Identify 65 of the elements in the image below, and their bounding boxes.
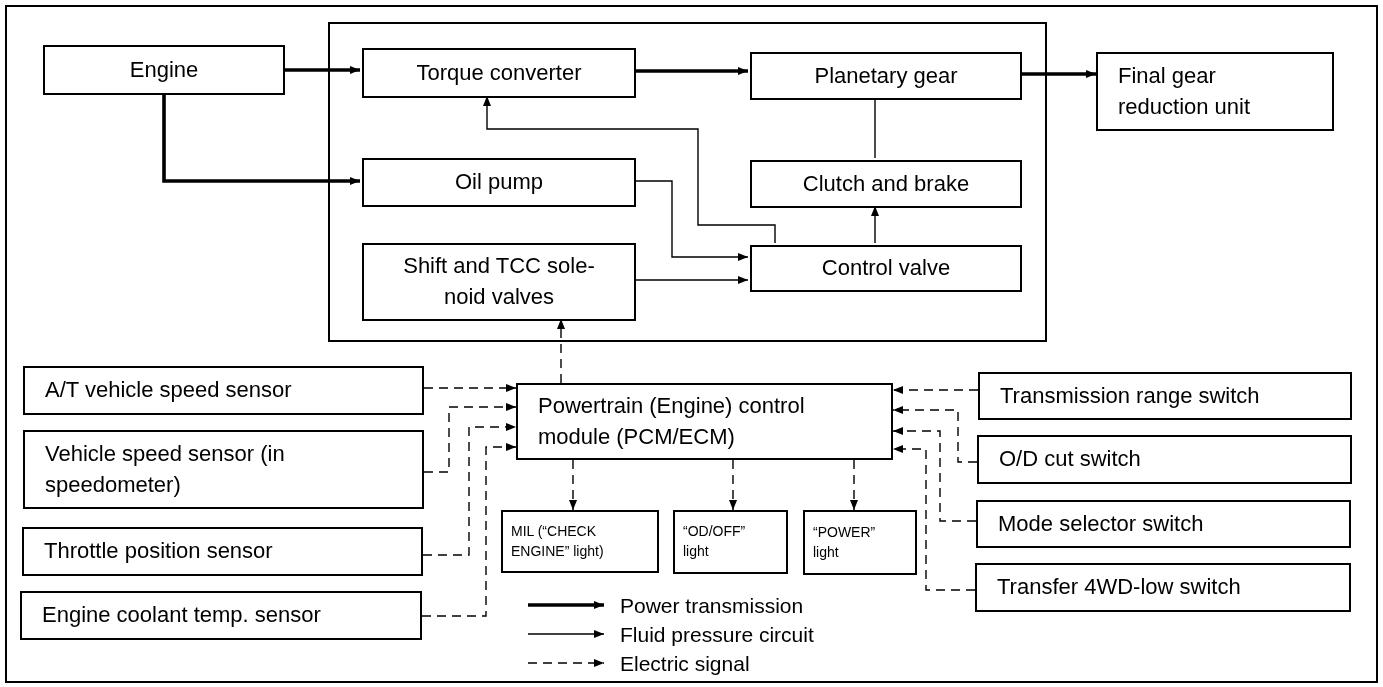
block-label: “POWER” light (813, 522, 877, 562)
block-box (43, 45, 285, 95)
legend-label: Electric signal (620, 652, 750, 674)
arrow (285, 66, 360, 74)
arrow (892, 427, 977, 522)
arrow (569, 459, 577, 511)
block-label: Engine coolant temp. sensor (42, 601, 321, 630)
arrow (892, 386, 979, 394)
arrow (871, 205, 879, 244)
block-box (22, 527, 423, 576)
block-label: Shift and TCC sole-noid valves (402, 252, 596, 311)
block-label: Mode selector switch (998, 509, 1204, 538)
block-label: Engine (129, 55, 199, 84)
block-label: “OD/OFF” light (683, 522, 747, 561)
block-box (23, 430, 424, 509)
block-box (362, 243, 636, 321)
block-box (20, 591, 422, 640)
block-label: Throttle position sensor (44, 537, 273, 566)
arrow (634, 67, 748, 75)
block-box (803, 510, 917, 575)
block-box (362, 48, 636, 98)
block-label: Transfer 4WD-low switch (997, 573, 1241, 602)
arrow (162, 95, 360, 185)
arrow (423, 403, 517, 473)
arrow (633, 276, 749, 284)
arrow (1020, 70, 1096, 78)
block-box (975, 563, 1351, 612)
block-label: Transmission range switch (1000, 381, 1260, 410)
arrow (421, 443, 517, 617)
block-label: Oil pump (454, 168, 543, 197)
block-label: O/D cut switch (999, 445, 1141, 474)
arrow (850, 459, 858, 511)
block-label: Clutch and brake (802, 169, 970, 198)
arrow (633, 180, 749, 261)
block-label: Powertrain (Engine) control module (PCM/ECM) (538, 391, 806, 451)
block-box (750, 52, 1022, 100)
connector-line (874, 97, 876, 159)
arrow (422, 423, 517, 556)
block-box (362, 158, 636, 207)
block-box (673, 510, 788, 574)
arrow (483, 95, 776, 244)
block-box (976, 500, 1351, 548)
block-box (978, 372, 1352, 420)
block-box (516, 383, 893, 460)
block-label: Vehicle speed sensor (in speedometer) (45, 439, 286, 499)
block-box (977, 435, 1352, 484)
arrow (892, 445, 976, 591)
block-box (23, 366, 424, 415)
block-label: Planetary gear (814, 61, 958, 90)
enclosure-frame (328, 22, 1047, 342)
block-label: Final gear reduction unit (1118, 61, 1252, 121)
block-label: MIL (“CHECK ENGINE” light) (511, 521, 605, 561)
block-label: A/T vehicle speed sensor (45, 376, 292, 405)
arrow (557, 318, 565, 384)
block-box (1096, 52, 1334, 131)
arrow (729, 459, 737, 511)
block-box (750, 160, 1022, 208)
arrow (423, 384, 517, 392)
legend-label: Power transmission (620, 594, 804, 616)
legend-label: Fluid pressure circuit (620, 623, 814, 645)
arrow (892, 406, 978, 463)
block-box (501, 510, 659, 573)
block-label: Torque converter (416, 58, 582, 87)
block-box (750, 245, 1022, 292)
block-label: Control valve (821, 254, 951, 283)
